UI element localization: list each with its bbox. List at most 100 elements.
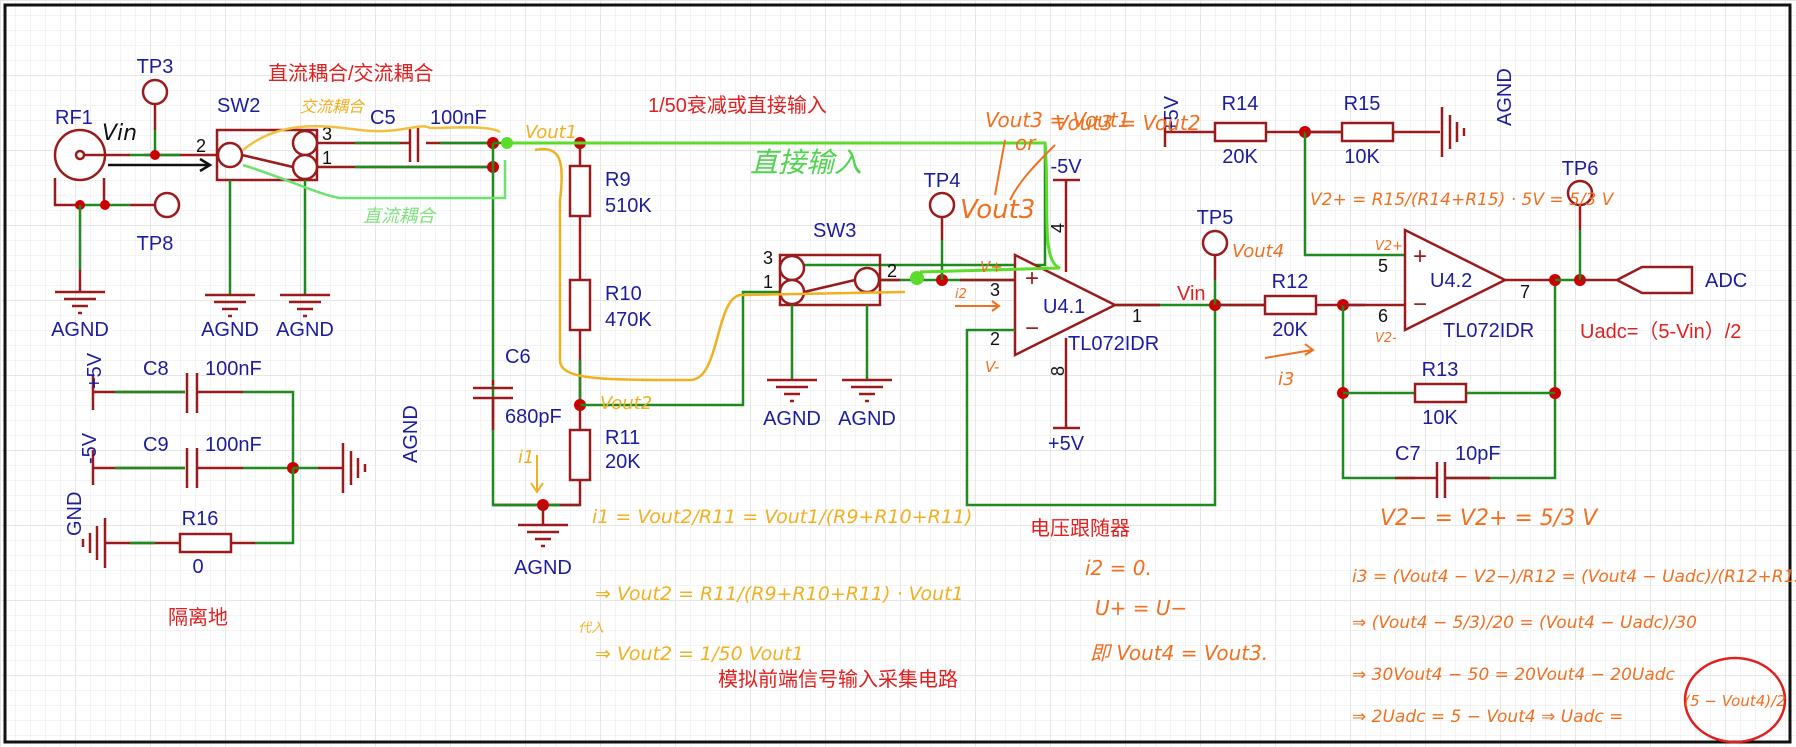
svg-text:1: 1 [1132,306,1142,326]
svg-text:V2-: V2- [1375,331,1397,346]
svg-text:680pF: 680pF [505,406,562,428]
c8-capacitor: C8 100nF [143,358,262,413]
svg-text:2: 2 [990,329,1000,349]
tp3-label: TP3 [137,56,174,78]
svg-text:TP5: TP5 [1197,207,1234,229]
svg-text:AGND: AGND [763,408,821,430]
svg-text:470K: 470K [605,309,652,331]
svg-text:+: + [1025,265,1039,292]
svg-text:−: − [1025,315,1039,342]
junction [100,200,110,210]
svg-text:Vout1: Vout1 [525,122,577,143]
svg-text:R14: R14 [1222,93,1259,115]
svg-text:R11: R11 [605,427,640,449]
svg-text:Vout2: Vout2 [600,393,652,414]
svg-text:R9: R9 [605,169,631,191]
svg-text:5: 5 [1378,256,1388,276]
adc-label: ADC [1705,270,1747,292]
svg-text:R13: R13 [1422,359,1459,381]
sw2-label: SW2 [217,95,260,117]
svg-text:2: 2 [887,261,897,281]
svg-text:3: 3 [763,248,773,268]
agnd-symbol: AGND [341,405,422,493]
agnd-symbol: AGND [838,378,896,430]
svg-text:TP6: TP6 [1562,158,1599,180]
svg-text:⇒ 2Uadc = 5 − Vout4 ⇒ Uadc =: ⇒ 2Uadc = 5 − Vout4 ⇒ Uadc = [1352,707,1623,727]
svg-text:-5V: -5V [79,432,101,464]
dc-path-stroke [242,160,507,200]
svg-text:10K: 10K [1422,407,1458,429]
r12-resistor: R12 20K [1263,271,1318,341]
agnd-label: AGND [51,319,109,341]
attenuated-path-stroke [534,147,906,382]
svg-text:C8: C8 [143,358,169,380]
svg-text:10pF: 10pF [1455,443,1501,465]
svg-text:4: 4 [1048,223,1068,233]
isolated-ground-note: 隔离地 [168,606,228,629]
tp5-testpoint: TP5 [1197,207,1234,305]
u4-1-opamp: + − U4.1 TL072IDR 3 2 1 4 8 [990,223,1159,376]
svg-text:GND: GND [64,492,86,536]
rf1-connector: RF1 [53,107,107,207]
gnd-symbol: GND [64,492,107,568]
r11-resistor: R11 20K [568,427,641,482]
handwritten-vin: Vin [102,121,137,146]
tp8-testpoint: TP8 [137,191,181,255]
svg-text:即 Vout4 = Vout3.: 即 Vout4 = Vout3. [1090,641,1268,665]
svg-text:1: 1 [763,272,773,292]
sheet-border [3,3,1792,744]
svg-text:C7: C7 [1395,443,1421,465]
rf1-label: RF1 [55,107,93,129]
svg-text:AGND: AGND [276,319,334,341]
svg-text:Vout3 = Vout2: Vout3 = Vout2 [1055,111,1200,135]
r15-resistor: R15 10K [1340,93,1395,168]
svg-text:TL072IDR: TL072IDR [1443,320,1534,342]
svg-text:U4.1: U4.1 [1043,296,1085,318]
svg-text:−: − [1413,291,1427,318]
svg-text:20K: 20K [605,451,641,473]
tp8-label: TP8 [137,233,174,255]
svg-text:TP4: TP4 [924,170,961,192]
svg-text:AGND: AGND [514,557,572,579]
svg-text:Vout3 = Vout1: Vout3 = Vout1 [985,108,1130,132]
svg-text:100nF: 100nF [205,434,262,456]
svg-text:Vout4: Vout4 [1232,241,1284,262]
svg-text:⇒ Vout2 = 1/50 Vout1: ⇒ Vout2 = 1/50 Vout1 [595,643,804,665]
result-formula: (5 − Vout4)/2 [1684,692,1785,710]
coupling-note: 直流耦合/交流耦合 [268,62,434,85]
svg-text:7: 7 [1520,282,1530,302]
svg-text:i3 = (Vout4 − V2−)/R12 = (Vout: i3 = (Vout4 − V2−)/R12 = (Vout4 − Uadc)/… [1352,567,1796,587]
svg-text:Vout3: Vout3 [960,195,1035,225]
tp4-testpoint: TP4 [924,170,961,280]
attenuation-note: 1/50衰减或直接输入 [648,94,827,117]
c5-label: C5 [370,107,396,129]
adc-formula-note: Uadc=（5-Vin）/2 [1580,320,1741,343]
svg-text:0: 0 [192,556,203,578]
svg-text:U+ = U−: U+ = U− [1095,596,1187,620]
svg-text:+5V: +5V [1048,433,1085,455]
r9-resistor: R9 510K [568,164,652,218]
adc-port: ADC [1614,265,1747,295]
neg5v-label: -5V [1050,156,1082,178]
svg-text:i2: i2 [955,287,967,302]
svg-text:8: 8 [1048,366,1068,376]
c5-capacitor: C5 100nF [370,107,487,162]
svg-text:⇒ (Vout4 − 5/3)/20 = (Vout4 −: ⇒ (Vout4 − 5/3)/20 = (Vout4 − Uadc)/30 [1352,613,1697,633]
svg-text:20K: 20K [1272,319,1308,341]
svg-text:+: + [1413,243,1427,270]
svg-text:U4.2: U4.2 [1430,270,1472,292]
direct-input-stroke [507,141,1061,274]
svg-text:C6: C6 [505,346,531,368]
svg-text:or: or [1015,131,1037,155]
agnd-symbol: AGND [1440,68,1516,157]
svg-text:交流耦合: 交流耦合 [300,97,366,116]
sw2-switch: SW2 2 3 1 [196,95,332,182]
arrow-icon [994,139,1056,201]
svg-text:V2+: V2+ [1375,239,1403,254]
svg-text:V2+ = R15/(R14+R15) · 5V = 5/3: V2+ = R15/(R14+R15) · 5V = 5/3 V [1310,190,1615,210]
arrow-icon [530,455,544,494]
svg-text:+5V: +5V [84,352,106,389]
svg-text:i1: i1 [518,447,534,468]
svg-text:6: 6 [1378,306,1388,326]
